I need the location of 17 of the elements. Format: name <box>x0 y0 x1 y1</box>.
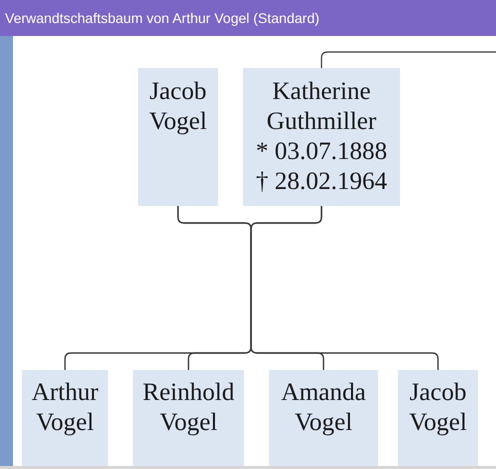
person-box <box>269 370 378 466</box>
life-date: † 28.02.1964 <box>254 167 388 197</box>
person-name: Jacob Vogel <box>408 378 468 438</box>
person-name: Amanda Vogel <box>280 378 367 438</box>
person-box <box>133 370 244 466</box>
person-box <box>138 68 218 206</box>
person-box <box>398 370 478 466</box>
person-name: Katherine Guthmiller <box>266 77 378 137</box>
connector-line <box>320 51 496 68</box>
person-box <box>243 68 400 206</box>
person-name: Reinhold Vogel <box>142 378 236 438</box>
person-name: Jacob Vogel <box>148 77 208 137</box>
person-box <box>22 370 108 466</box>
window-title: Verwandtschaftsbaum von Arthur Vogel (Standard) <box>5 9 320 27</box>
life-date: * 03.07.1888 <box>254 137 388 167</box>
person-name: Arthur Vogel <box>30 378 100 438</box>
connector-line <box>250 206 439 370</box>
